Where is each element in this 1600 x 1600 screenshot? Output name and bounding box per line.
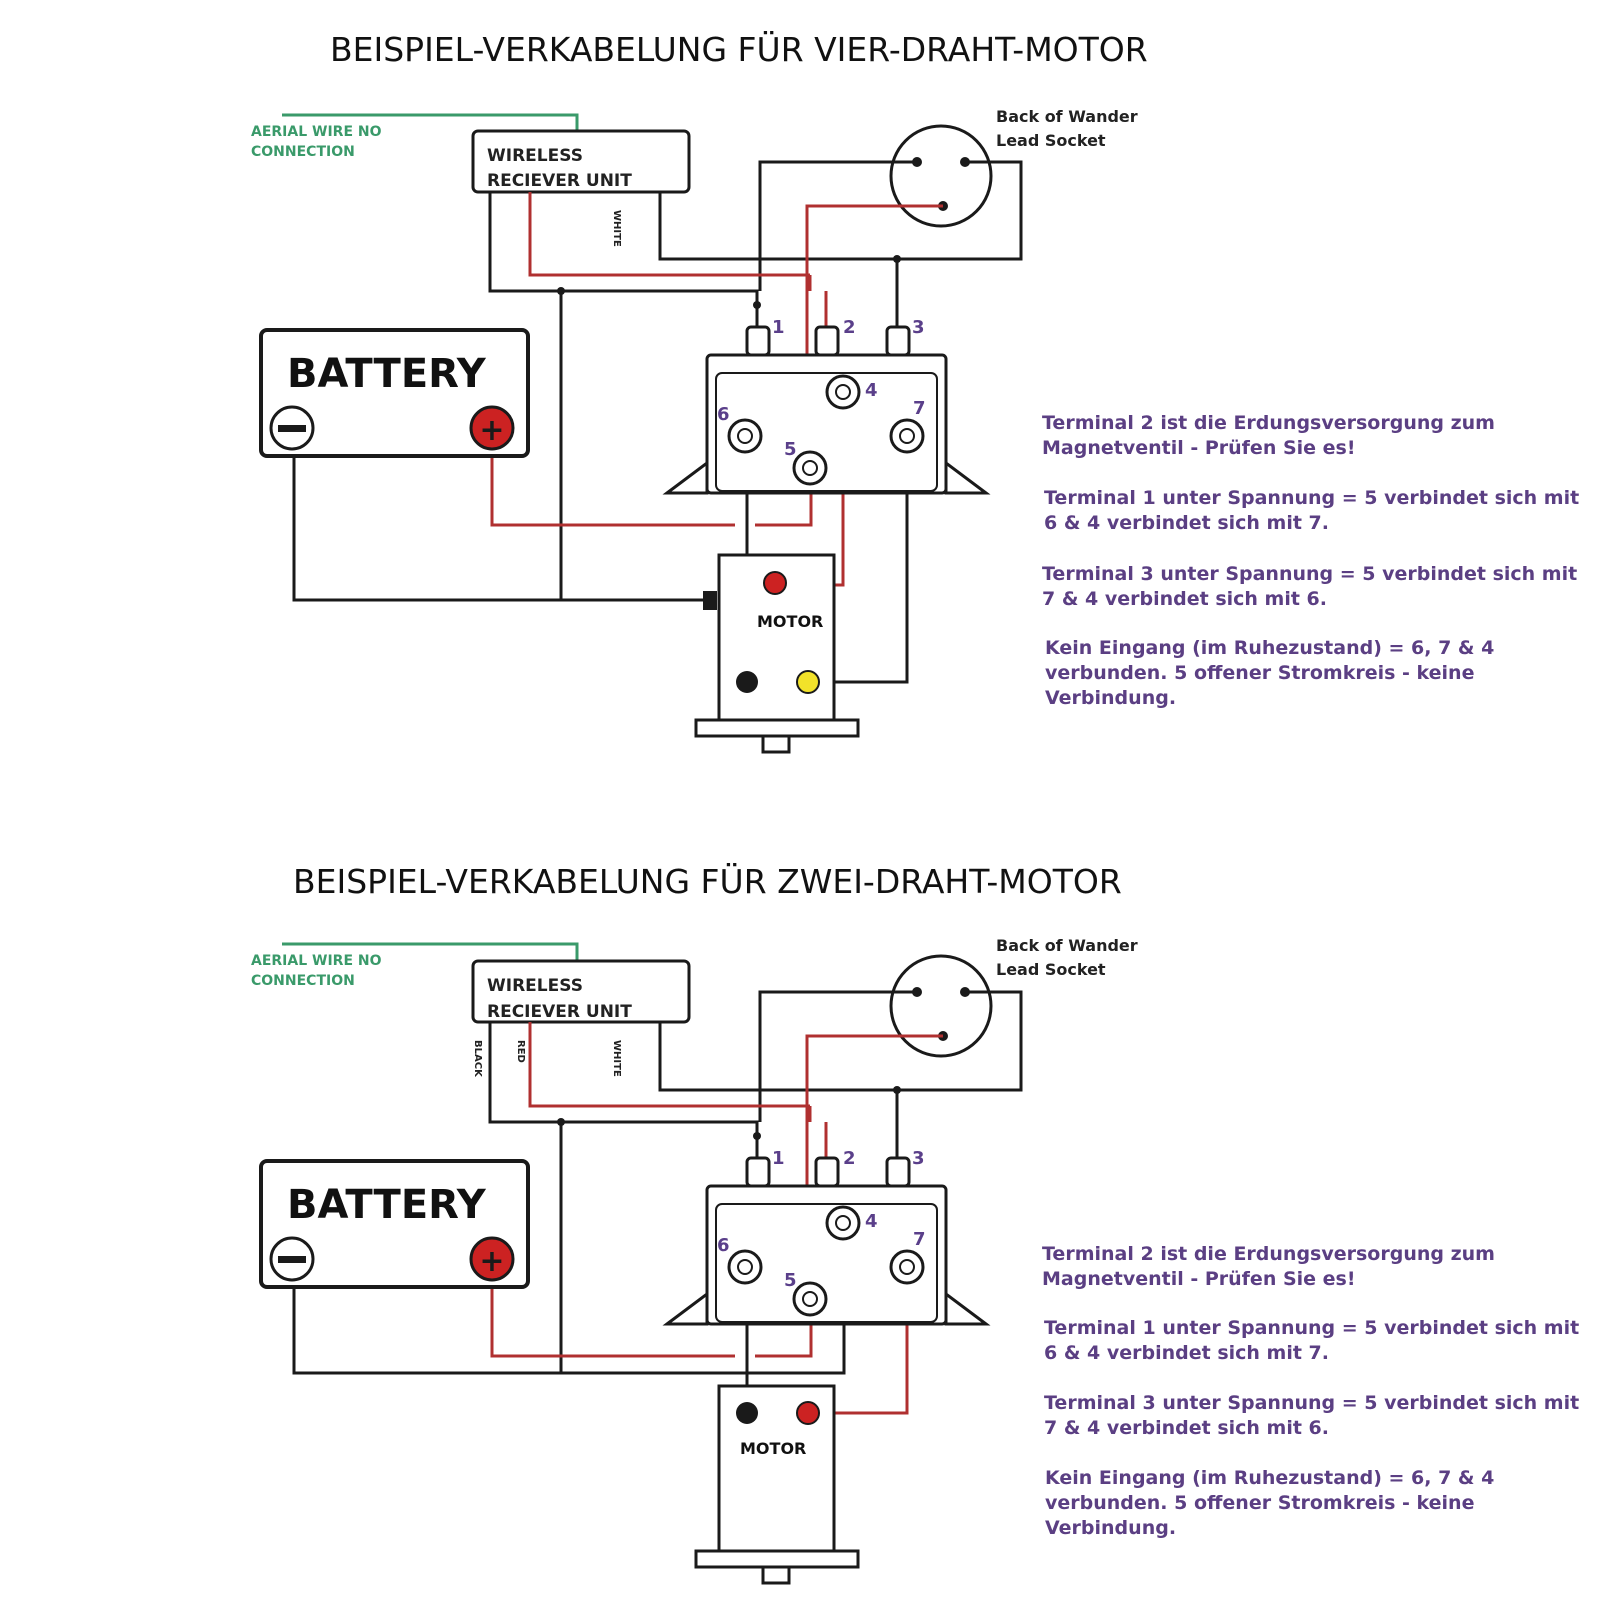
note-terminal-1: Terminal 1 unter Spannung = 5 verbindet … <box>1044 487 1580 534</box>
wire-label-red: RED <box>515 1040 526 1063</box>
wander-lead-socket <box>889 954 993 1058</box>
note-terminal-2: Terminal 2 ist die Erdungsversorgung zum… <box>1042 1243 1495 1290</box>
diagram-two-wire: BEISPIEL-VERKABELUNG FÜR ZWEI-DRAHT-MOTO… <box>251 861 1138 1585</box>
terminal-number: 4 <box>865 1211 878 1232</box>
terminal-number: 1 <box>772 1148 785 1169</box>
aerial-label-line1: AERIAL WIRE NO <box>251 124 382 140</box>
motor-shaft <box>761 734 791 754</box>
plus-icon: + <box>479 413 504 448</box>
receiver-label-line2: RECIEVER UNIT <box>487 171 632 191</box>
junction-dot <box>557 287 565 295</box>
minus-icon <box>278 425 306 432</box>
solenoid <box>662 325 991 495</box>
black-wires <box>292 160 1023 602</box>
plus-icon: + <box>479 1244 504 1279</box>
terminal-number: 5 <box>784 1270 797 1291</box>
note-terminal-3: Terminal 3 unter Spannung = 5 verbindet … <box>1044 1392 1580 1439</box>
motor-red-terminal <box>763 571 787 595</box>
junction-dot <box>893 255 901 263</box>
motor-label: MOTOR <box>740 1439 806 1458</box>
terminal-number: 3 <box>912 1148 925 1169</box>
battery-label: BATTERY <box>287 1182 487 1228</box>
motor-yellow-terminal <box>796 670 820 694</box>
terminal-number: 1 <box>772 317 785 338</box>
terminal-number: 5 <box>784 439 797 460</box>
diagram-title: BEISPIEL-VERKABELUNG FÜR ZWEI-DRAHT-MOTO… <box>293 861 1122 901</box>
motor-yellow-wire <box>808 438 909 684</box>
note-rest-state: Kein Eingang (im Ruhezustand) = 6, 7 & 4… <box>1045 1467 1495 1539</box>
diagram-four-wire: BEISPIEL-VERKABELUNG FÜR VIER-DRAHT-MOTO… <box>251 29 1148 754</box>
battery <box>259 1159 530 1289</box>
terminal-number: 7 <box>913 1229 926 1250</box>
terminal-number: 4 <box>865 380 878 401</box>
motor-ground-lug <box>703 591 717 610</box>
socket-label-line2: Lead Socket <box>996 960 1106 979</box>
junction-dot <box>893 1086 901 1094</box>
aerial-wire <box>282 942 579 960</box>
receiver-label-line1: WIRELESS <box>487 976 583 996</box>
wander-lead-socket <box>889 124 993 228</box>
battery-label: BATTERY <box>287 351 487 397</box>
wireless-receiver-unit <box>471 959 691 1024</box>
wireless-receiver-unit <box>471 129 691 194</box>
motor-black-terminal <box>736 1402 758 1424</box>
note-rest-state: Kein Eingang (im Ruhezustand) = 6, 7 & 4… <box>1045 637 1495 709</box>
diagram-title: BEISPIEL-VERKABELUNG FÜR VIER-DRAHT-MOTO… <box>330 29 1148 69</box>
wire-label-white: WHITE <box>611 210 622 247</box>
battery-positive-terminal <box>469 405 515 451</box>
junction-dot <box>753 1132 761 1140</box>
terminal-number: 3 <box>912 317 925 338</box>
socket-label-line2: Lead Socket <box>996 131 1106 150</box>
junction-dot <box>557 1118 565 1126</box>
receiver-label-line2: RECIEVER UNIT <box>487 1002 632 1022</box>
battery-positive-terminal <box>469 1236 515 1282</box>
motor-base <box>694 718 860 738</box>
socket-label-line1: Back of Wander <box>996 107 1138 126</box>
minus-icon <box>278 1256 306 1263</box>
socket-label-line1: Back of Wander <box>996 936 1138 955</box>
motor-red-terminal <box>796 1401 820 1425</box>
aerial-label-line1: AERIAL WIRE NO <box>251 953 382 969</box>
junction-dot <box>753 301 761 309</box>
aerial-label-line2: CONNECTION <box>251 973 355 989</box>
note-terminal-3: Terminal 3 unter Spannung = 5 verbindet … <box>1042 563 1578 610</box>
aerial-wire <box>282 113 579 130</box>
terminal-number: 6 <box>717 1235 730 1256</box>
motor-label: MOTOR <box>757 612 823 631</box>
note-terminal-2: Terminal 2 ist die Erdungsversorgung zum… <box>1042 412 1495 459</box>
solenoid <box>662 1156 991 1326</box>
battery <box>259 328 530 458</box>
wire-label-black: BLACK <box>472 1040 483 1078</box>
motor-black-terminal <box>736 671 758 693</box>
terminal-number: 2 <box>843 317 856 338</box>
motor-shaft <box>761 1565 791 1585</box>
terminal-number: 7 <box>913 398 926 419</box>
note-terminal-1: Terminal 1 unter Spannung = 5 verbindet … <box>1044 1317 1580 1364</box>
receiver-label-line1: WIRELESS <box>487 146 583 166</box>
terminal-number: 6 <box>717 404 730 425</box>
aerial-label-line2: CONNECTION <box>251 144 355 160</box>
terminal-number: 2 <box>843 1148 856 1169</box>
motor-base <box>694 1549 860 1569</box>
wire-label-white: WHITE <box>611 1040 622 1077</box>
